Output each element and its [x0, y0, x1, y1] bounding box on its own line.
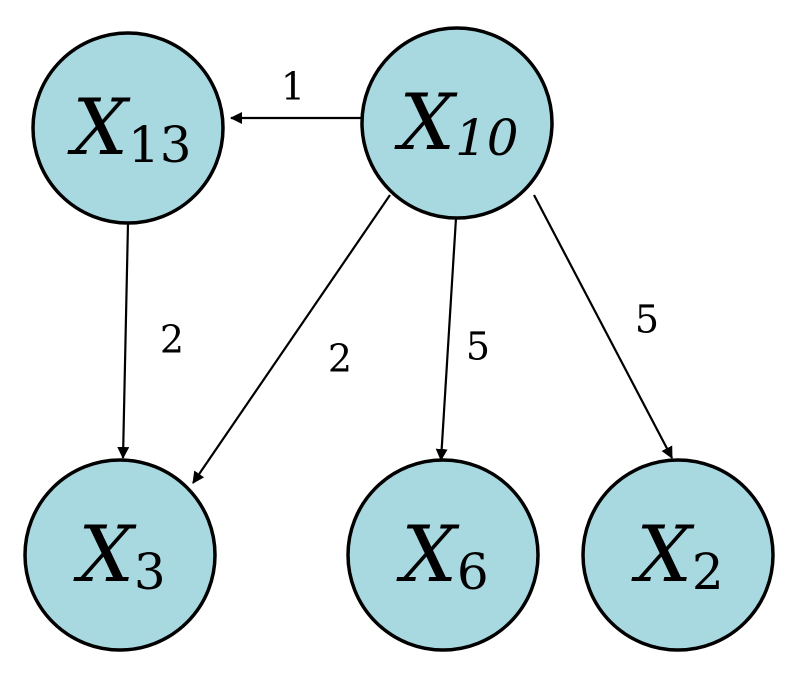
node-label: X13: [66, 83, 191, 174]
node-subscript: 13: [128, 116, 192, 174]
node-label: X10: [393, 78, 518, 168]
node-x10: X10: [360, 26, 554, 220]
node-circle: [581, 458, 775, 652]
node-x6: X6: [346, 458, 540, 652]
edges: 1 2 2 5 5: [117, 65, 673, 484]
node-variable: X: [393, 78, 458, 168]
node-subscript: 10: [455, 109, 519, 167]
node-subscript: 2: [692, 543, 724, 601]
node-x13: X13: [31, 31, 225, 225]
node-subscript: 6: [457, 543, 489, 601]
edge-x10-to-x3: [192, 194, 391, 484]
edge-weight-label: 5: [635, 298, 659, 342]
edge-weight-label: 5: [466, 325, 490, 369]
node-variable: X: [630, 510, 695, 600]
node-x2: X2: [581, 458, 775, 652]
edge-x10-to-x2: [533, 194, 673, 459]
node-circle: [360, 26, 554, 220]
node-label: X3: [72, 510, 165, 601]
node-circle: [23, 458, 217, 652]
edge-x10-to-x6: [435, 217, 458, 461]
edge-weight-label: 1: [281, 65, 305, 109]
node-subscript: 3: [134, 543, 166, 601]
node-label: X2: [630, 510, 723, 601]
edge-weight-label: 2: [160, 318, 184, 362]
edge-weight-label: 2: [328, 337, 352, 381]
node-circle: [346, 458, 540, 652]
node-circle: [31, 31, 225, 225]
node-x3: X3: [23, 458, 217, 652]
node-variable: X: [72, 510, 137, 600]
node-variable: X: [395, 510, 460, 600]
node-label: X6: [395, 510, 488, 601]
edge-x13-to-x3: [117, 222, 130, 459]
node-variable: X: [66, 83, 131, 173]
